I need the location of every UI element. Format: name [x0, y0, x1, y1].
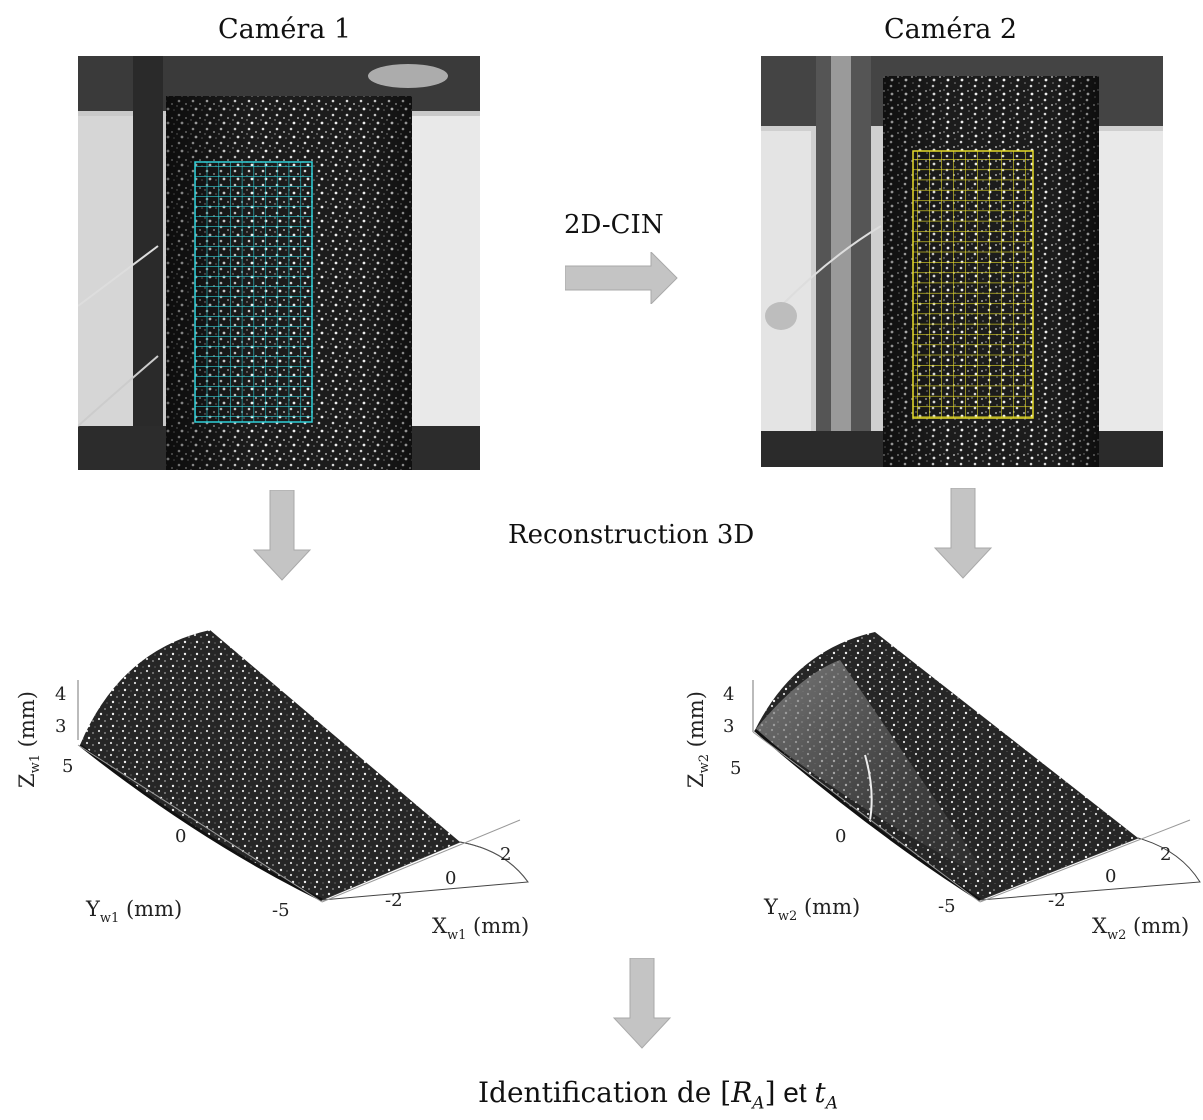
x-tick-m2-2: -2 [1048, 890, 1066, 911]
x-axis-label-1: Xw1 (mm) [432, 914, 529, 943]
x-tick-0-1: 0 [445, 868, 456, 889]
camera-1-title: Caméra 1 [218, 14, 352, 45]
camera-2-title: Caméra 2 [884, 14, 1018, 45]
2d-cin-label: 2D-CIN [564, 210, 664, 240]
z-tick-3-2: 3 [723, 716, 734, 737]
identification-caption: Identification de [RA] et tA [478, 1076, 838, 1114]
x-tick-0-2: 0 [1105, 866, 1116, 887]
y-tick-m5-2: -5 [938, 896, 956, 917]
x-axis-label-2: Xw2 (mm) [1092, 914, 1189, 943]
bracket-open: [ [720, 1076, 732, 1109]
x-tick-2-2: 2 [1160, 844, 1171, 865]
identification-text: Identification de [478, 1076, 721, 1109]
camera-2-image [761, 56, 1163, 467]
surface-plot-2: 4 3 5 0 -5 2 0 -2 Zw2 (mm) Yw2 (mm) Xw2 … [684, 632, 1201, 943]
reconstruction-label: Reconstruction 3D [508, 520, 755, 550]
z-tick-4-2: 4 [723, 684, 734, 705]
translation-subscript: A [825, 1093, 838, 1114]
y-tick-5-2: 5 [730, 758, 741, 779]
y-axis-label-1: Yw1 (mm) [85, 897, 182, 926]
surface-plot-1: 4 3 5 0 -5 2 0 -2 Zw1 (mm) Yw1 (mm) Xw1 … [15, 630, 529, 943]
x-tick-m2-1: -2 [385, 890, 403, 911]
y-tick-0-2: 0 [835, 826, 846, 847]
rotation-symbol: R [731, 1076, 753, 1109]
translation-symbol: t [814, 1076, 826, 1109]
y-axis-label-2: Yw2 (mm) [763, 895, 860, 924]
camera-1-image [78, 56, 480, 470]
bracket-close: ] [764, 1076, 776, 1109]
z-tick-4-1: 4 [55, 684, 66, 705]
z-axis-label-1: Zw1 (mm) [15, 691, 43, 788]
y-tick-0-1: 0 [175, 826, 186, 847]
down-arrow-right-icon [933, 488, 993, 579]
right-arrow-icon [565, 252, 678, 304]
rotation-subscript: A [752, 1093, 765, 1114]
y-tick-5-1: 5 [62, 756, 73, 777]
x-tick-2-1: 2 [500, 844, 511, 865]
et-word: et [775, 1077, 815, 1108]
z-tick-3-1: 3 [55, 716, 66, 737]
down-arrow-left-icon [252, 490, 312, 581]
y-tick-m5-1: -5 [272, 900, 290, 921]
down-arrow-bottom-icon [612, 958, 672, 1049]
z-axis-label-2: Zw2 (mm) [684, 691, 712, 788]
